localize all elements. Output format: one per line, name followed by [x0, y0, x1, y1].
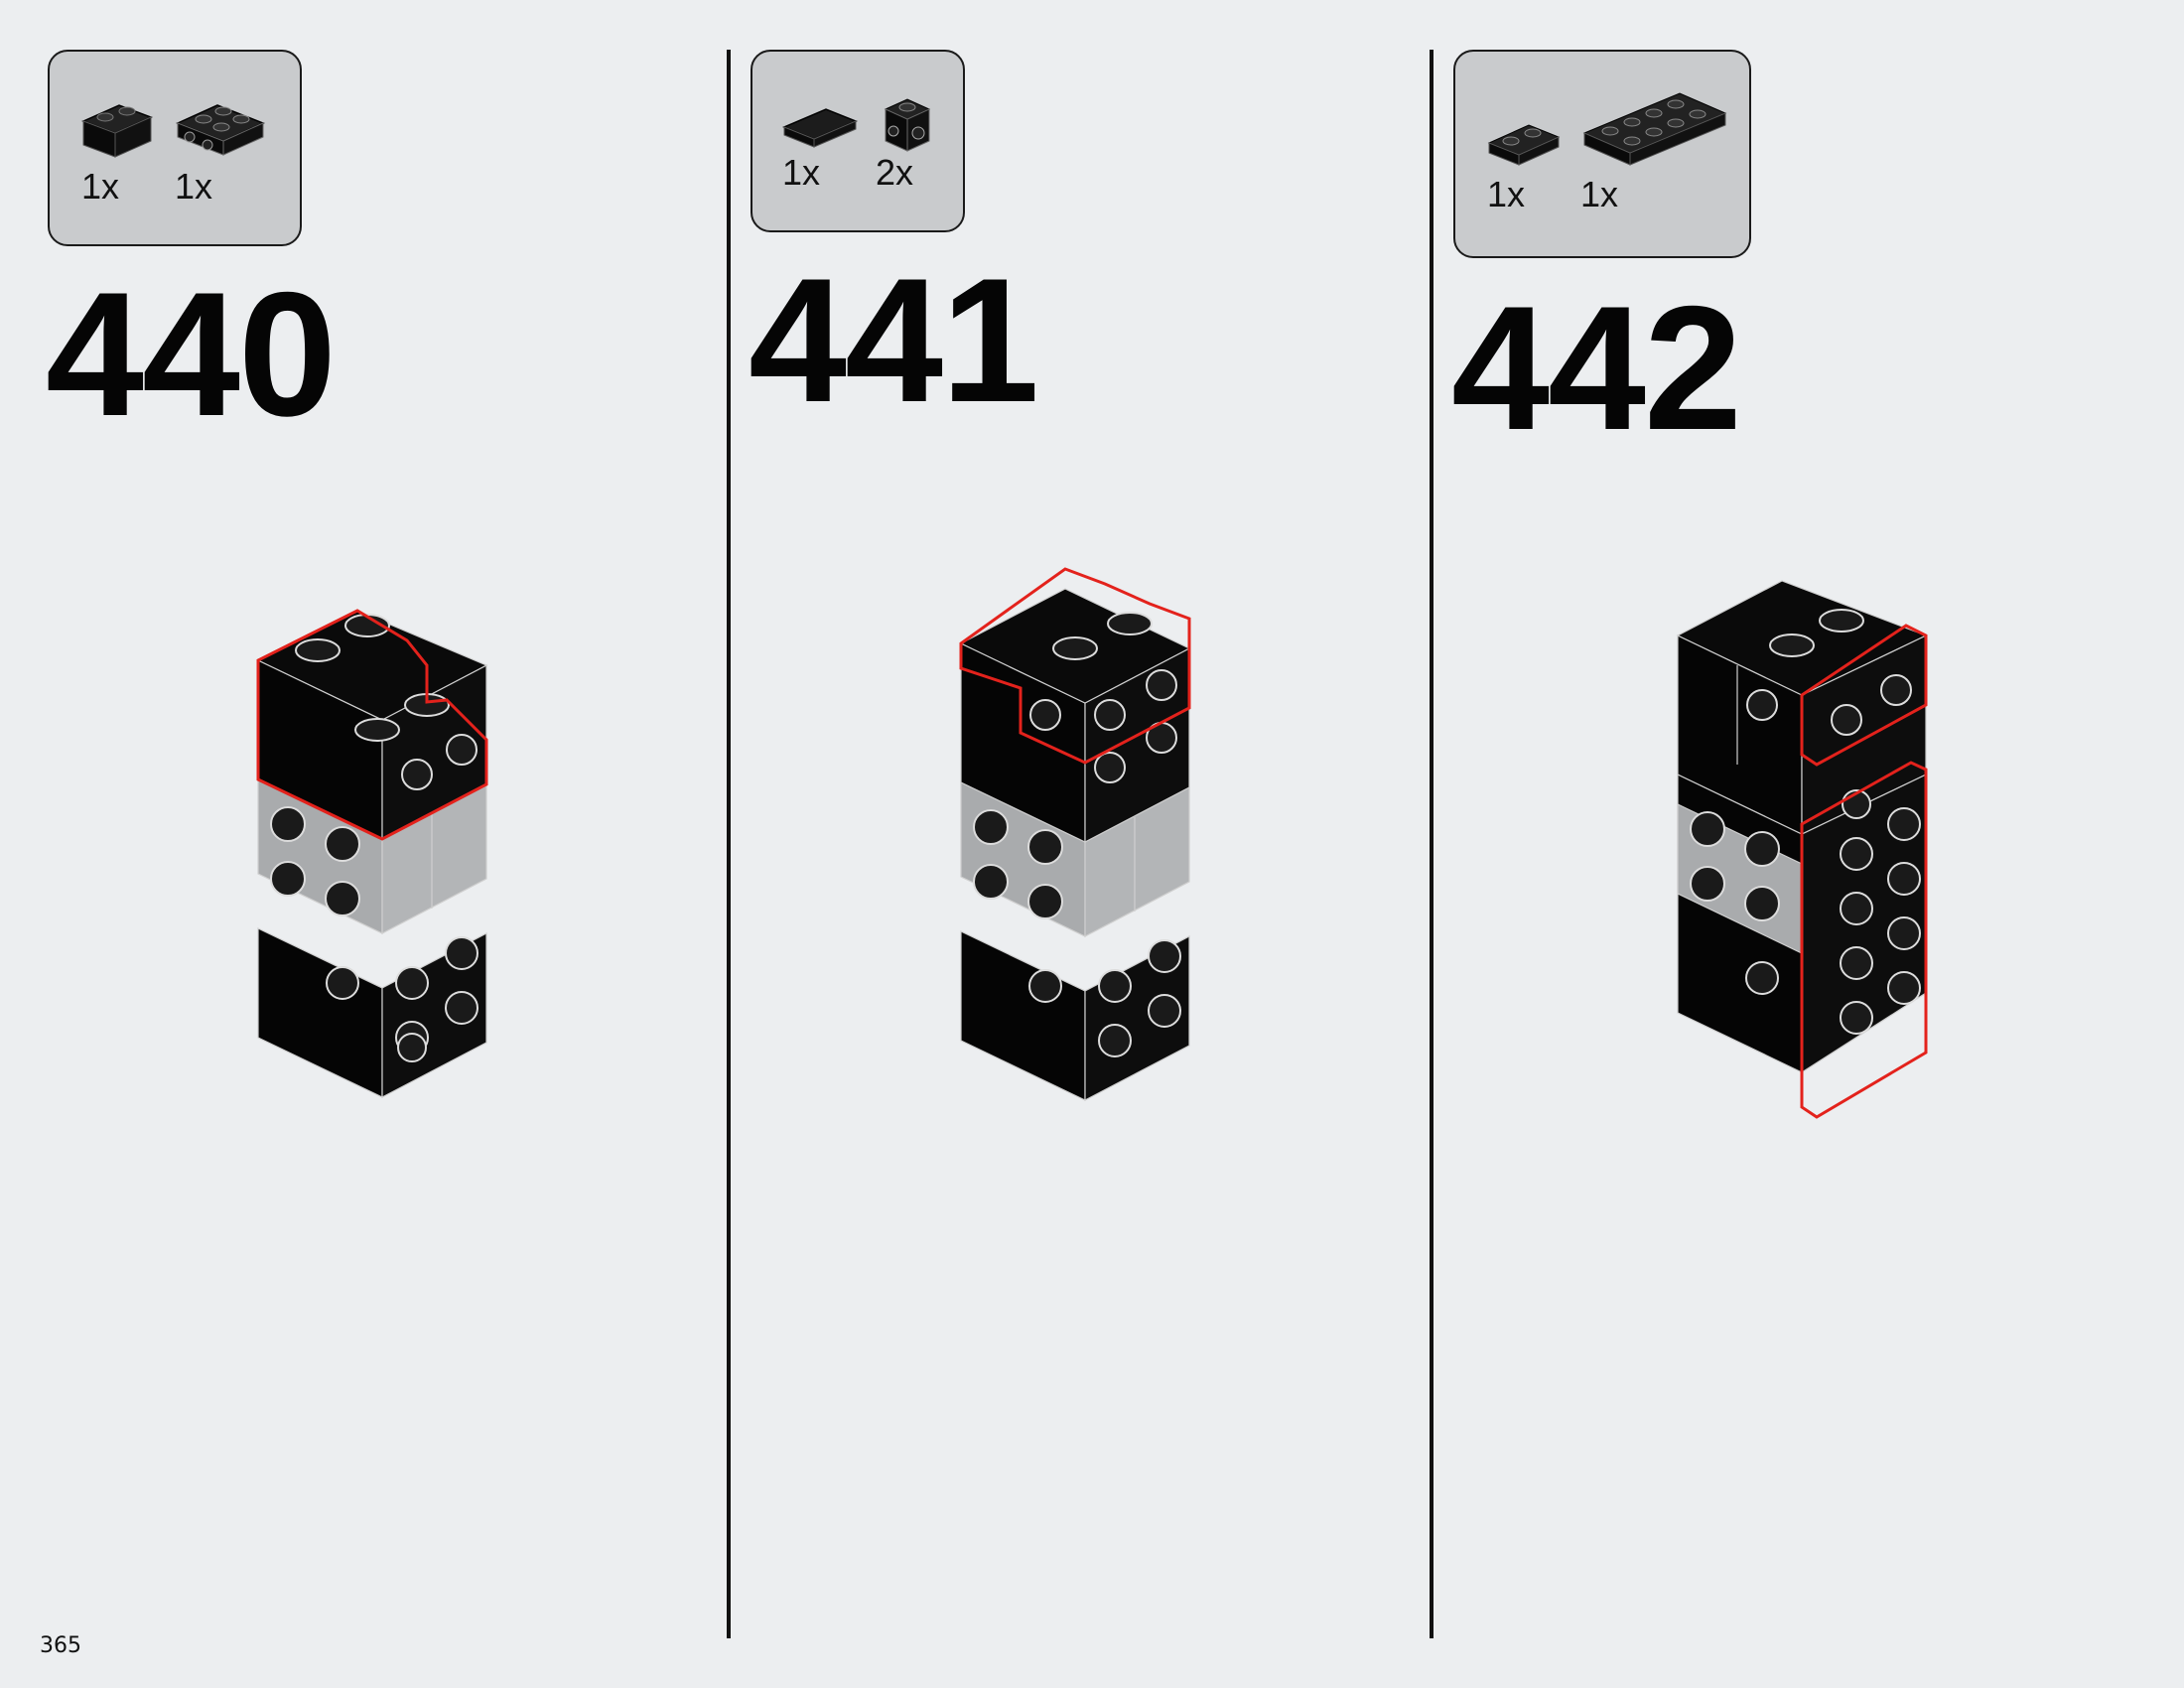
parts-callout: 1x 1x: [48, 50, 302, 246]
part-quantity: 1x: [1487, 174, 1526, 214]
assembly-model-step-440: [256, 609, 488, 1098]
assembly-model-step-442: [1676, 580, 1928, 1119]
part-quantity: 2x: [876, 152, 914, 193]
part-quantity: 1x: [175, 166, 213, 207]
plate-1x2-icon: [1487, 124, 1561, 166]
tile-1x2-icon: [782, 108, 858, 148]
part-quantity: 1x: [81, 166, 120, 207]
page-number: 365: [40, 1633, 81, 1658]
part-quantity: 1x: [1580, 174, 1619, 214]
parts-callout: 1x 1x: [1453, 50, 1751, 258]
step-number: 442: [1451, 269, 1742, 467]
step-number: 441: [749, 241, 1039, 439]
brick-with-stud-on-side-icon: [884, 98, 931, 152]
plate-2x4-icon: [1582, 92, 1727, 166]
assembly-model-step-441: [959, 567, 1191, 1101]
bracket-plate-icon: [176, 104, 265, 156]
step-divider: [727, 50, 731, 1638]
parts-callout: 1x 2x: [751, 50, 965, 232]
part-quantity: 1x: [782, 152, 821, 193]
step-number: 440: [46, 255, 337, 453]
brick-1x2-icon: [81, 104, 153, 158]
step-divider: [1430, 50, 1433, 1638]
